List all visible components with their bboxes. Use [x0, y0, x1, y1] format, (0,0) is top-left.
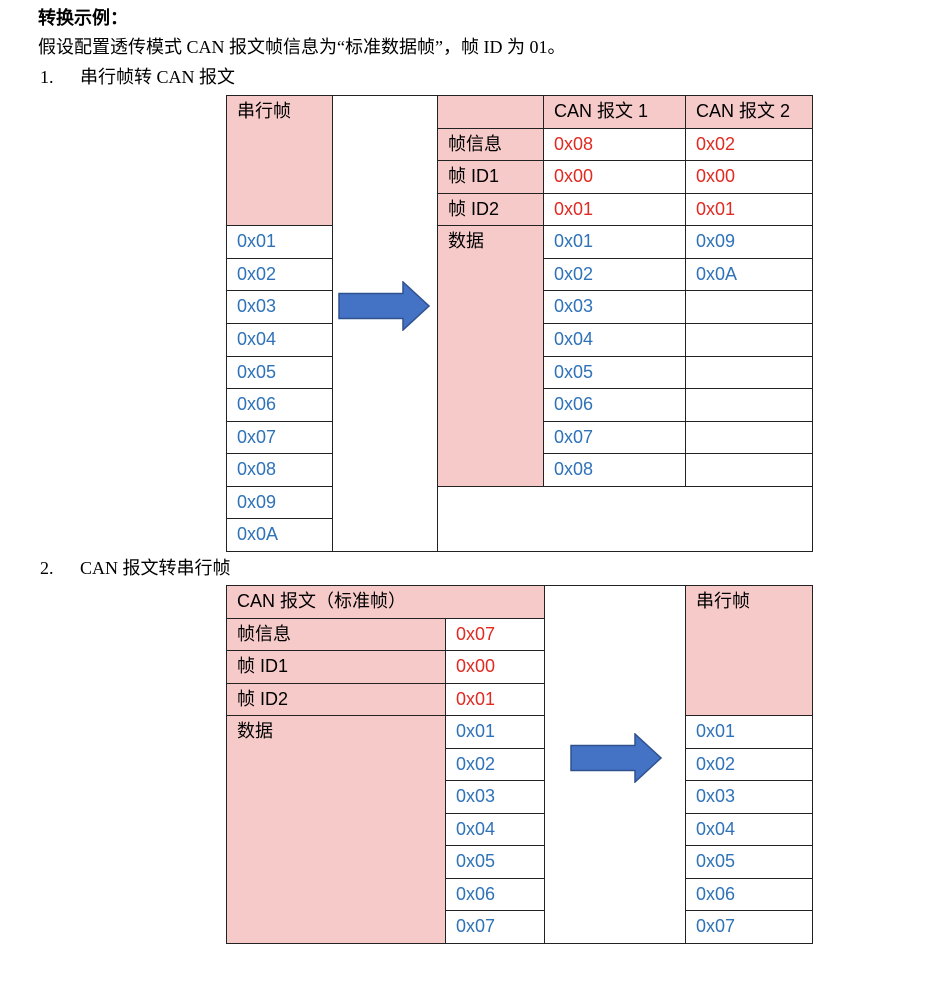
- serial-byte: 0x01: [686, 716, 813, 749]
- table-corner-cell: [438, 96, 544, 129]
- conversion-arrow-cell: [545, 586, 686, 945]
- serial-byte: 0x03: [227, 291, 333, 324]
- serial-byte: 0x04: [227, 323, 333, 357]
- field-label-frame-id2: 帧 ID2: [438, 193, 544, 227]
- list-title: 串行帧转 CAN 报文: [80, 67, 236, 87]
- empty-cell: [686, 291, 813, 324]
- empty-cell: [686, 389, 813, 422]
- empty-cell: [686, 421, 813, 455]
- can-message-data-byte: 0x07: [446, 911, 545, 945]
- serial-to-can-table: 串行帧 0x01 0x02 0x03 0x04 0x05 0x06 0x07 0…: [226, 95, 813, 552]
- can-message-1-data-byte: 0x08: [544, 454, 686, 487]
- can-message-1-header: CAN 报文 1: [544, 96, 686, 129]
- list-number: 2.: [40, 558, 54, 578]
- serial-byte: 0x0A: [227, 519, 333, 552]
- field-label-frame-id2: 帧 ID2: [227, 683, 446, 717]
- can-message-frame-info: 0x07: [446, 618, 545, 652]
- can-message-data-byte: 0x06: [446, 878, 545, 912]
- can-to-serial-table: CAN 报文（标准帧） 帧信息 0x07 帧 ID1 0x00 帧 ID2 0x…: [226, 585, 813, 945]
- can-message-data-byte: 0x05: [446, 846, 545, 879]
- can-message-2-data-byte: 0x09: [686, 226, 813, 259]
- list-item-1: 1. 串行帧转 CAN 报文: [40, 65, 540, 89]
- empty-cell: [686, 356, 813, 390]
- can-message-2-data-byte: 0x0A: [686, 258, 813, 292]
- intro-paragraph: 假设配置透传模式 CAN 报文帧信息为“标准数据帧”，帧 ID 为 01。: [38, 37, 566, 57]
- can-message-data-byte: 0x04: [446, 813, 545, 847]
- serial-byte: 0x04: [686, 813, 813, 847]
- can-message-header: CAN 报文（标准帧）: [227, 586, 545, 619]
- can-message-1-frame-id1: 0x00: [544, 161, 686, 194]
- can-message-frame-id1: 0x00: [446, 651, 545, 684]
- serial-byte: 0x09: [227, 486, 333, 520]
- serial-byte: 0x06: [227, 389, 333, 422]
- field-label-frame-info: 帧信息: [438, 128, 544, 162]
- can-message-1-data-byte: 0x06: [544, 389, 686, 422]
- empty-cell: [686, 323, 813, 357]
- conversion-arrow-cell: [333, 96, 438, 552]
- can-message-2-frame-info: 0x02: [686, 128, 813, 162]
- can-message-data-byte: 0x03: [446, 781, 545, 814]
- can-message-1-frame-info: 0x08: [544, 128, 686, 162]
- field-label-data: 数据: [438, 226, 544, 487]
- field-label-frame-id1: 帧 ID1: [227, 651, 446, 684]
- can-message-1-data-byte: 0x03: [544, 291, 686, 324]
- can-message-2-frame-id2: 0x01: [686, 193, 813, 227]
- section-heading: 转换示例：: [38, 8, 128, 28]
- can-message-1-data-byte: 0x02: [544, 258, 686, 292]
- can-message-frame-id2: 0x01: [446, 683, 545, 717]
- serial-frame-header: 串行帧: [686, 586, 813, 717]
- list-title: CAN 报文转串行帧: [80, 558, 231, 578]
- can-message-1-data-byte: 0x04: [544, 323, 686, 357]
- serial-byte: 0x05: [227, 356, 333, 390]
- serial-byte: 0x02: [227, 258, 333, 292]
- serial-byte: 0x06: [686, 878, 813, 912]
- serial-byte: 0x03: [686, 781, 813, 814]
- serial-byte: 0x01: [227, 226, 333, 259]
- serial-byte: 0x05: [686, 846, 813, 879]
- right-block-arrow-icon: [338, 281, 430, 331]
- field-label-frame-id1: 帧 ID1: [438, 161, 544, 194]
- can-message-data-byte: 0x02: [446, 748, 545, 782]
- empty-cell: [686, 454, 813, 487]
- can-message-2-header: CAN 报文 2: [686, 96, 813, 129]
- serial-byte: 0x08: [227, 454, 333, 487]
- right-block-arrow-icon: [570, 733, 662, 783]
- can-message-data-byte: 0x01: [446, 716, 545, 749]
- field-label-frame-info: 帧信息: [227, 618, 446, 652]
- field-label-data: 数据: [227, 716, 446, 945]
- serial-frame-header: 串行帧: [227, 96, 333, 227]
- serial-byte: 0x07: [227, 421, 333, 455]
- list-number: 1.: [40, 67, 54, 87]
- serial-byte: 0x07: [686, 911, 813, 945]
- can-message-2-frame-id1: 0x00: [686, 161, 813, 194]
- can-message-1-frame-id2: 0x01: [544, 193, 686, 227]
- serial-byte: 0x02: [686, 748, 813, 782]
- can-message-1-data-byte: 0x07: [544, 421, 686, 455]
- empty-cell: [438, 486, 813, 552]
- list-item-2: 2. CAN 报文转串行帧: [40, 556, 540, 580]
- can-message-1-data-byte: 0x05: [544, 356, 686, 390]
- can-message-1-data-byte: 0x01: [544, 226, 686, 259]
